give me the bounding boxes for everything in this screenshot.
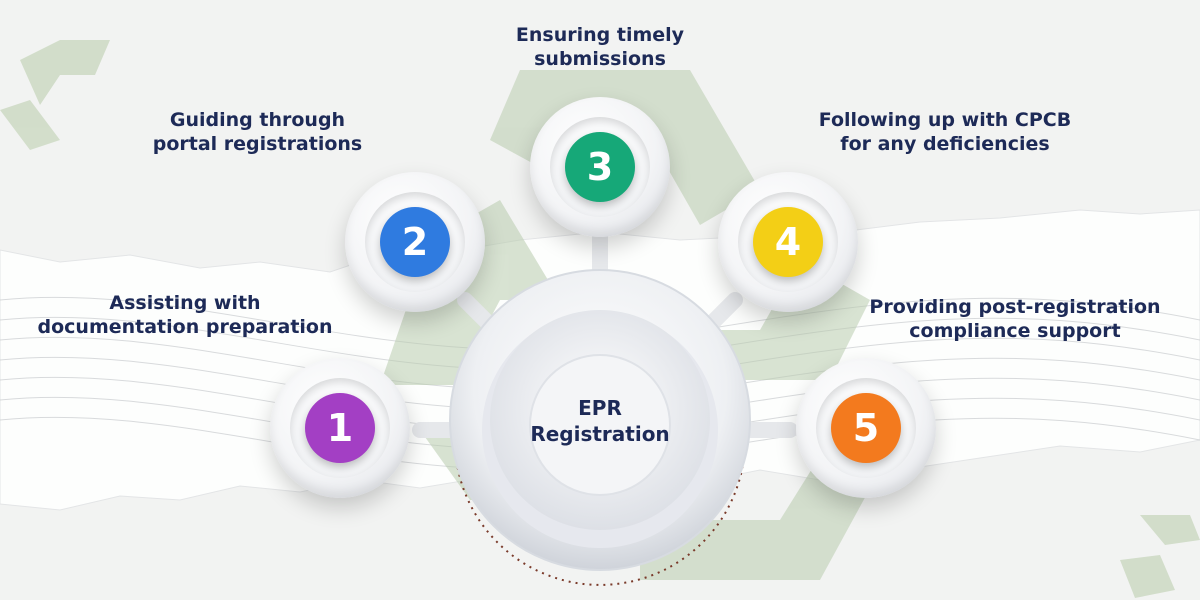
step-label-2: Guiding through portal registrations xyxy=(152,109,363,155)
hub-title: EPR Registration xyxy=(520,395,680,447)
step-label-1: Assisting with documentation preparation xyxy=(37,292,333,338)
step-label-5: Providing post-registration compliance s… xyxy=(869,296,1161,342)
step-label-4: Following up with CPCB for any deficienc… xyxy=(818,109,1072,155)
step-label-3: Ensuring timely submissions xyxy=(515,24,685,70)
step-number-badge: 3 xyxy=(565,132,635,202)
step-number-badge: 5 xyxy=(831,393,901,463)
hub-title-line1: EPR xyxy=(578,396,622,420)
step-node-4: 4 xyxy=(718,172,858,312)
step-node-2: 2 xyxy=(345,172,485,312)
corner-recycle-icon xyxy=(0,40,110,150)
step-node-3: 3 xyxy=(530,97,670,237)
step-node-5: 5 xyxy=(796,358,936,498)
hub-core xyxy=(529,354,671,496)
step-number-badge: 2 xyxy=(380,207,450,277)
step-node-1: 1 xyxy=(270,358,410,498)
step-number-badge: 1 xyxy=(305,393,375,463)
hub-title-line2: Registration xyxy=(530,422,670,446)
corner-recycle-icon xyxy=(1120,515,1200,598)
step-number-badge: 4 xyxy=(753,207,823,277)
dotted-arc xyxy=(454,439,746,586)
